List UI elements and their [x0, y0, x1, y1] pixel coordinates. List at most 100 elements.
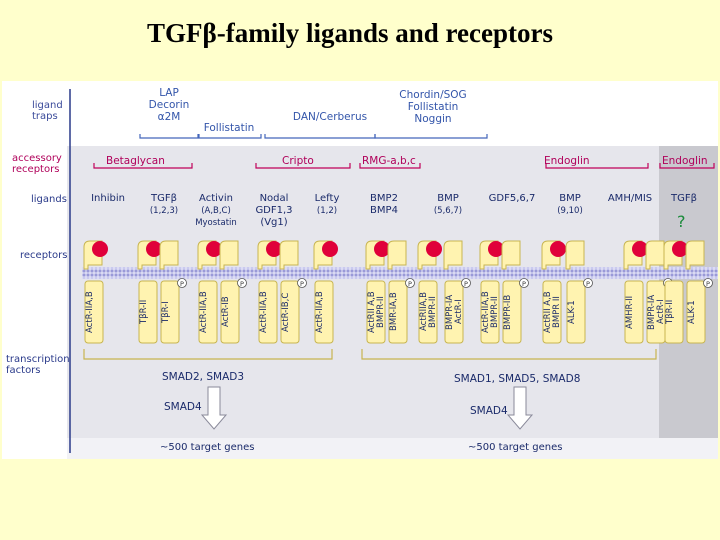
tgf-beta-diagram: PPPPPPPPP ligand traps accessory recepto…	[2, 81, 718, 459]
phospho-label: P	[586, 280, 590, 288]
trap-lap-decorin: LAP Decorin α2M	[148, 87, 190, 123]
ligand-dot	[206, 241, 222, 257]
receptor-body	[686, 280, 706, 344]
phospho-label: P	[408, 280, 412, 288]
slide-title: TGFβ-family ligands and receptors	[147, 18, 553, 48]
receptor-body	[258, 280, 278, 344]
receptor-head	[685, 240, 705, 270]
accessory-cripto: Cripto	[282, 155, 314, 167]
ligand-bmp-910: BMP(9,10)	[557, 193, 583, 216]
ligand-dot	[550, 241, 566, 257]
ligand-dot	[488, 241, 504, 257]
receptor-head	[565, 240, 585, 270]
ligand-activin: Activin(A,B,C) Myostatin	[195, 193, 237, 228]
trap-chordin: Chordin/SOG Follistatin Noggin	[399, 89, 467, 125]
receptor-head	[219, 240, 239, 270]
receptor-label-6: ActR-IB,C	[281, 292, 291, 332]
target-genes-2: ~500 target genes	[468, 442, 563, 453]
side-label-ligand-traps: ligand traps	[32, 100, 63, 122]
receptor-9	[387, 240, 408, 344]
receptor-label-8: ActRII A,B BMPR-II	[367, 291, 386, 333]
cell-membrane	[82, 267, 718, 279]
ligand-dot	[672, 241, 688, 257]
side-label-receptors: receptors	[20, 250, 68, 261]
accessory-bracket-4	[545, 163, 649, 169]
receptor-11	[443, 240, 464, 344]
receptor-layer: PPPPPPPPP	[83, 240, 713, 344]
side-label-accessory-receptors: accessory receptors	[12, 153, 62, 175]
targets-band	[67, 438, 718, 459]
smad4-arrow-2	[506, 386, 534, 430]
phospho-label: P	[300, 280, 304, 288]
phospho-marker	[519, 278, 529, 288]
trap-bracket-1	[139, 134, 199, 139]
receptor-label-19: ALK-1	[687, 300, 697, 324]
ligand-gdf567: GDF5,6,7	[488, 193, 536, 204]
receptor-label-15: ALK-1	[567, 300, 577, 324]
receptor-body	[366, 280, 386, 344]
phospho-label: P	[180, 280, 184, 288]
accessory-endoglin-1: Endoglin	[544, 155, 590, 167]
receptor-body	[502, 280, 522, 344]
receptor-4	[219, 240, 240, 344]
side-label-ligands: ligands	[31, 194, 67, 205]
accessory-bracket-2	[255, 163, 351, 169]
receptor-19	[685, 240, 706, 344]
receptor-body	[280, 280, 300, 344]
ligand-bmp2-bmp4: BMP2 BMP4	[370, 193, 398, 216]
receptor-body	[664, 280, 684, 344]
receptor-body	[542, 280, 562, 344]
ligand-nodal: Nodal GDF1,3 (Vg1)	[255, 193, 293, 228]
receptor-label-12: ActR-IIA,B BMPR-II	[481, 291, 500, 333]
phospho-marker	[237, 278, 247, 288]
receptor-label-1: TβR-II	[139, 299, 149, 325]
receptor-head	[159, 240, 179, 270]
receptor-17	[645, 240, 666, 344]
phospho-marker	[405, 278, 415, 288]
ligand-amh-mis: AMH/MIS	[607, 193, 653, 204]
receptor-body	[480, 280, 500, 344]
trap-follistatin: Follistatin	[203, 122, 255, 134]
accessory-endoglin-2: Endoglin	[662, 155, 708, 167]
receptor-label-11: BMPR-IA ActR-I	[445, 294, 464, 330]
smad-group-2: SMAD1, SMAD5, SMAD8	[454, 373, 581, 385]
ligand-tgfb-2: TGFβ	[671, 193, 697, 204]
receptor-body	[198, 280, 218, 344]
accessory-bracket-5	[659, 163, 715, 169]
smad-bracket-1	[83, 349, 333, 360]
smad4-label-2: SMAD4	[470, 405, 508, 417]
receptor-15	[565, 240, 586, 344]
smad-bracket-2	[361, 349, 657, 360]
accessory-rmg: RMG-a,b,c	[362, 155, 416, 167]
receptor-label-2: TβR-I	[161, 301, 171, 323]
phospho-label: P	[464, 280, 468, 288]
receptor-body	[314, 280, 334, 344]
accessory-bracket-1	[93, 163, 193, 169]
phospho-marker	[177, 278, 187, 288]
receptor-body	[418, 280, 438, 344]
phospho-label: P	[240, 280, 244, 288]
receptor-label-17: BMPR-IA ActR-I	[647, 294, 666, 330]
accessory-betaglycan: Betaglycan	[106, 155, 165, 167]
ligand-dot	[426, 241, 442, 257]
ligand-tgfb: TGFβ(1,2,3)	[149, 193, 179, 216]
receptor-head	[645, 240, 665, 270]
smad4-arrow-1	[200, 386, 228, 430]
receptor-head	[501, 240, 521, 270]
receptor-2	[159, 240, 180, 344]
receptor-body	[220, 280, 240, 344]
receptor-body	[160, 280, 180, 344]
receptor-head	[443, 240, 463, 270]
phospho-marker	[461, 278, 471, 288]
ligand-lefty: Lefty(1,2)	[314, 193, 340, 216]
ligand-dot	[266, 241, 282, 257]
receptor-body	[138, 280, 158, 344]
receptor-label-3: ActR-IIA,B	[199, 291, 209, 333]
diagram-graphics: PPPPPPPPP	[67, 89, 718, 459]
trap-bracket-3	[264, 134, 376, 139]
receptor-label-14: ActRII A,B BMPR II	[543, 291, 562, 333]
phospho-marker	[583, 278, 593, 288]
receptor-label-7: ActR-IIA,B	[315, 291, 325, 333]
ligand-inhibin: Inhibin	[91, 193, 125, 204]
receptor-14	[541, 240, 562, 344]
